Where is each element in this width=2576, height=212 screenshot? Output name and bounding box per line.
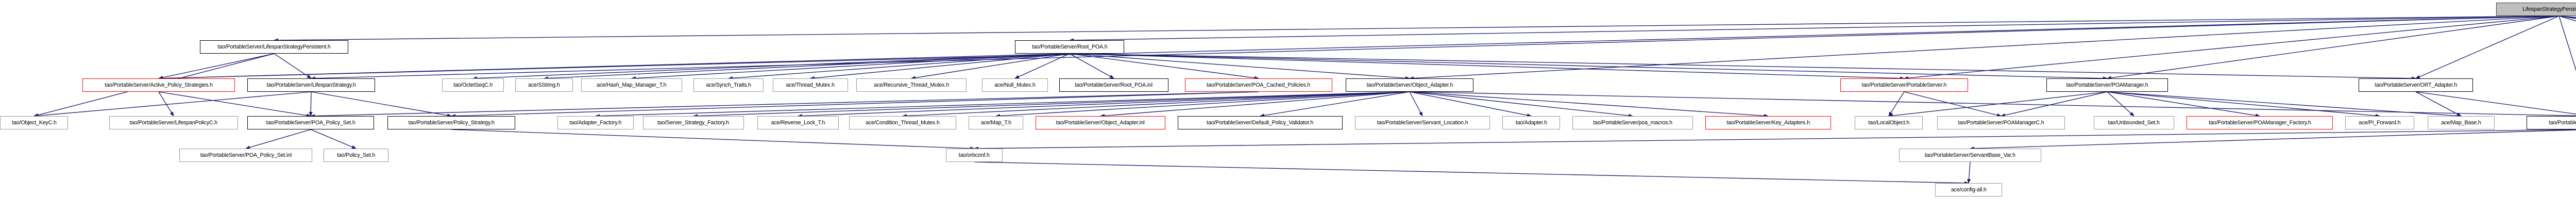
graph-node-label: tao/OctetSeqC.h [453,81,493,88]
graph-node-label: tao/PortableServer/PortableServer.h [1861,81,1947,88]
graph-node[interactable]: ace/Null_Mutex.h [982,78,1048,92]
graph-node-label: tao/Adapter.h [1515,119,1547,126]
graph-node[interactable]: tao/PortableServer/POA_Cached_Policies.h [1185,78,1332,92]
graph-node[interactable]: tao/Server_Strategy_Factory.h [643,116,744,129]
graph-node[interactable]: tao/Policy_Set.h [324,149,388,162]
graph-node[interactable]: tao/PortableServer/LifespanStrategy.h [247,78,375,92]
graph-node-label: tao/PortableServer/LifespanStrategy.h [266,81,356,88]
graph-node-label: ace/Recursive_Thread_Mutex.h [874,81,949,88]
graph-node-label: ace/Condition_Thread_Mutex.h [866,119,940,126]
graph-node-label: tao/Adapter_Factory.h [569,119,622,126]
graph-node-label: ace/Null_Mutex.h [994,81,1036,88]
graph-node-label: tao/PortableServer/Servant_Base.h [2549,119,2576,126]
graph-node-label: tao/LocalObject.h [1868,119,1909,126]
graph-node[interactable]: tao/PortableServer/poa_macros.h [1572,116,1693,129]
graph-node[interactable]: tao/PortableServer/ServantBase_Var.h [1899,149,2041,162]
graph-node[interactable]: ace/Hash_Map_Manager_T.h [581,78,682,92]
graph-node-label: tao/PortableServer/LifespanPolicyC.h [129,119,218,126]
graph-node-label: ace/Map_T.h [980,119,1011,126]
graph-node[interactable]: tao/PortableServer/POAManagerC.h [1937,116,2065,129]
graph-node-label: tao/Server_Strategy_Factory.h [657,119,730,126]
graph-node-label: ace/Map_Base.h [2441,119,2481,126]
graph-node[interactable]: tao/PortableServer/Object_Adapter.inl [1036,116,1165,129]
graph-node-label: tao/PortableServer/Servant_Location.h [1377,119,1468,126]
graph-node[interactable]: tao/Adapter.h [1502,116,1560,129]
graph-node-label: tao/orbconf.h [959,152,990,158]
graph-node[interactable]: ace/Reverse_Lock_T.h [757,116,839,129]
graph-node[interactable]: tao/LocalObject.h [1855,116,1923,129]
graph-node[interactable]: tao/PortableServer/Root_POA.inl [1059,78,1168,92]
graph-node[interactable]: tao/PortableServer/Servant_Base.h [2527,116,2576,129]
graph-node-label: tao/PortableServer/ORT_Adapter.h [2375,81,2457,88]
graph-node[interactable]: tao/Adapter_Factory.h [557,116,634,129]
graph-node[interactable]: ace/Condition_Thread_Mutex.h [849,116,956,129]
graph-node[interactable]: tao/PortableServer/POAManager.h [2046,78,2168,92]
graph-node[interactable]: tao/PortableServer/Key_Adapters.h [1705,116,1831,129]
graph-node-label: tao/PortableServer/Object_Adapter.h [1366,81,1453,88]
graph-node[interactable]: tao/PortableServer/Object_Adapter.h [1346,78,1473,92]
graph-root-node[interactable]: LifespanStrategyPersistent.cpp [2496,3,2576,16]
graph-node[interactable]: tao/Object_KeyC.h [0,116,68,129]
graph-node-label: ace/Hash_Map_Manager_T.h [597,81,667,88]
graph-node[interactable]: tao/PortableServer/Servant_Location.h [1355,116,1490,129]
graph-node-label: ace/SString.h [528,81,560,88]
graph-node[interactable]: tao/PortableServer/PortableServer.h [1840,78,1968,92]
graph-node[interactable]: tao/PortableServer/POA_Policy_Set.inl [179,149,312,162]
graph-node-label: tao/PortableServer/Active_Policy_Strateg… [105,81,213,88]
graph-node[interactable]: ace/Recursive_Thread_Mutex.h [856,78,967,92]
graph-node[interactable]: tao/PortableServer/POAManager_Factory.h [2187,116,2333,129]
graph-node[interactable]: tao/PortableServer/Policy_Strategy.h [387,116,515,129]
graph-node[interactable]: tao/PortableServer/LifespanPolicyC.h [109,116,238,129]
graph-node-label: tao/PortableServer/Root_POA.h [1031,43,1108,50]
graph-node-label: tao/PortableServer/ServantBase_Var.h [1924,152,2016,158]
graph-node-label: tao/PortableServer/poa_macros.h [1593,119,1672,126]
graph-node-label: tao/PortableServer/POAManagerC.h [1958,119,2044,126]
graph-node-label: ace/Reverse_Lock_T.h [771,119,825,126]
graph-node-label: tao/PortableServer/POAManager_Factory.h [2208,119,2311,126]
graph-node-label: LifespanStrategyPersistent.cpp [2522,6,2576,12]
graph-node[interactable]: tao/PortableServer/LifespanStrategyPersi… [200,40,348,54]
graph-node-label: tao/PortableServer/Root_POA.inl [1075,81,1153,88]
graph-node-label: tao/PortableServer/Default_Policy_Valida… [1207,119,1314,126]
graph-node[interactable]: ace/SString.h [515,78,573,92]
graph-node[interactable]: tao/orbconf.h [946,149,1003,162]
graph-node-label: ace/config-all.h [1951,186,1987,193]
graph-node-label: tao/Object_KeyC.h [11,119,57,126]
graph-node[interactable]: ace/Thread_Mutex.h [773,78,848,92]
graph-node-label: tao/PortableServer/POA_Policy_Set.inl [200,152,292,158]
graph-node[interactable]: ace/Map_T.h [969,116,1023,129]
graph-node-label: tao/PortableServer/Object_Adapter.inl [1056,119,1145,126]
graph-node-label: ace/Thread_Mutex.h [786,81,835,88]
graph-node-label: tao/PortableServer/POA_Policy_Set.h [266,119,355,126]
graph-node[interactable]: tao/PortableServer/POA_Policy_Set.h [247,116,374,129]
graph-node[interactable]: tao/Unbounded_Set.h [2094,116,2174,129]
graph-node[interactable]: tao/PortableServer/Root_POA.h [1015,40,1124,54]
graph-node[interactable]: tao/PortableServer/ORT_Adapter.h [2359,78,2473,92]
graph-node-label: tao/PortableServer/Key_Adapters.h [1726,119,1810,126]
graph-node-label: ace/PI_Forward.h [2359,119,2401,126]
graph-node[interactable]: tao/PortableServer/Active_Policy_Strateg… [82,78,235,92]
graph-node[interactable]: tao/PortableServer/Default_Policy_Valida… [1178,116,1343,129]
graph-node-label: tao/Unbounded_Set.h [2108,119,2160,126]
graph-node-label: tao/PortableServer/LifespanStrategyPersi… [217,43,331,50]
graph-node-label: tao/PortableServer/Policy_Strategy.h [408,119,495,126]
graph-node[interactable]: ace/PI_Forward.h [2345,116,2414,129]
graph-node[interactable]: ace/config-all.h [1935,183,2002,197]
graph-node[interactable]: tao/OctetSeqC.h [442,78,504,92]
graph-node-label: tao/PortableServer/POAManager.h [2066,81,2148,88]
graph-node-label: tao/PortableServer/POA_Cached_Policies.h [1207,81,1311,88]
graph-node[interactable]: ace/Synch_Traits.h [693,78,764,92]
graph-node-label: tao/Policy_Set.h [336,152,375,158]
graph-node-label: ace/Synch_Traits.h [706,81,751,88]
graph-node[interactable]: ace/Map_Base.h [2428,116,2495,129]
